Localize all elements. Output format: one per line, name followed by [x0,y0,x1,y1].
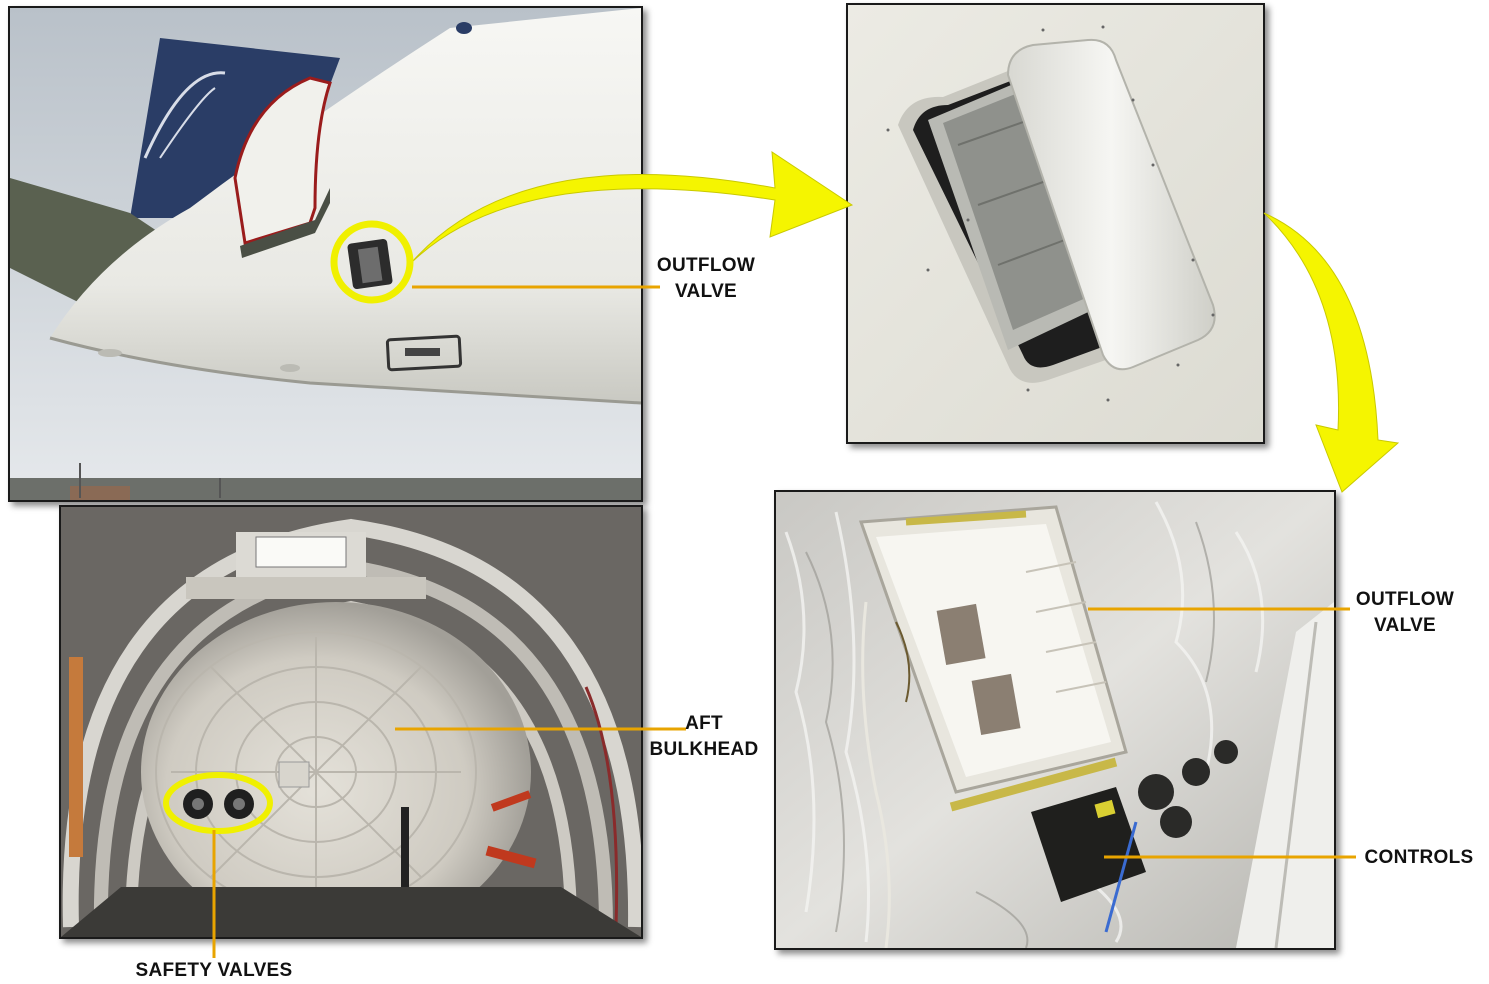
label-line-valve: VALVE [674,281,738,302]
photo-aft-cargo-interior [59,505,643,939]
label-outflow-valve-interior: OUTFLOW VALVE [1345,587,1465,639]
label-line-aft: AFT [685,713,723,734]
label-line-safety-valves: SAFETY VALVES [135,960,293,981]
photo-outflow-valve-interior [774,490,1336,950]
photo-outflow-valve-closeup [846,3,1265,444]
photo-aircraft-tail-exterior [8,6,643,502]
label-controls: CONTROLS [1356,845,1482,871]
label-line-valve: VALVE [1373,615,1437,636]
label-outflow-valve-exterior: OUTFLOW VALVE [646,253,766,305]
label-line-controls: CONTROLS [1364,847,1474,868]
label-line-outflow: OUTFLOW [1355,589,1455,610]
label-line-outflow: OUTFLOW [656,255,756,276]
label-aft-bulkhead: AFT BULKHEAD [640,711,768,763]
label-line-bulkhead: BULKHEAD [649,739,759,760]
arrow-to-interior [1263,212,1400,493]
label-safety-valves: SAFETY VALVES [114,958,314,984]
